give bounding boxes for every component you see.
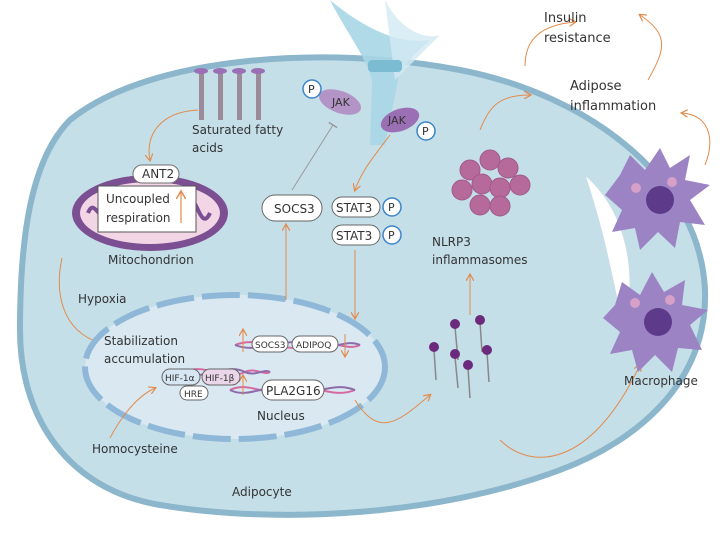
- label-stabilization: Stabilization accumulation: [104, 334, 185, 366]
- adipoq-gene-box: [291, 335, 339, 353]
- lipid-molecules: [429, 315, 492, 399]
- svg-text:P: P: [388, 201, 395, 214]
- label-macrophage: Macrophage: [624, 374, 698, 388]
- label-adipocyte: Adipocyte: [232, 485, 292, 499]
- socs3-gene-box: [251, 335, 289, 353]
- hre-box: [179, 385, 209, 401]
- jak-left: [318, 89, 362, 115]
- svg-text:P: P: [388, 229, 395, 242]
- receptor: [330, 0, 440, 145]
- svg-text:JAK: JAK: [331, 96, 351, 109]
- label-uncoupled-respiration: Uncoupled respiration: [106, 192, 174, 225]
- ant2-box: [132, 164, 180, 184]
- jak-right: [380, 107, 420, 133]
- stat3-bottom-box: [331, 224, 381, 246]
- p-badge-stat3-bottom: [382, 225, 402, 245]
- hif1a-box: [161, 368, 201, 386]
- label-nlrp3: NLRP3 inflammasomes: [432, 235, 528, 267]
- label-hypoxia: Hypoxia: [78, 292, 127, 306]
- svg-text:STAT3: STAT3: [336, 229, 372, 243]
- svg-text:HIF-1α: HIF-1α: [165, 374, 195, 384]
- inflammasome-cluster: [451, 149, 531, 217]
- svg-text:HIF-1β: HIF-1β: [205, 374, 235, 384]
- svg-text:P: P: [308, 83, 315, 96]
- p-badge-jak-left: [302, 79, 322, 99]
- macrophage-top: [605, 148, 710, 250]
- svg-text:JAK: JAK: [387, 114, 407, 127]
- label-saturated-fatty-acids: Saturated fatty acids: [192, 123, 287, 155]
- stat3-top-box: [331, 196, 381, 218]
- svg-text:STAT3: STAT3: [336, 201, 372, 215]
- label-homocysteine: Homocysteine: [92, 442, 178, 456]
- macrophage-bottom: [603, 272, 708, 372]
- p-badge-stat3-top: [382, 197, 402, 217]
- svg-text:ANT2: ANT2: [142, 167, 174, 181]
- svg-text:PLA2G16: PLA2G16: [266, 384, 321, 398]
- socs3-box: [261, 194, 323, 222]
- label-mitochondrion: Mitochondrion: [108, 253, 194, 267]
- jak-p-right: JAK P: [380, 107, 436, 141]
- nucleus: [82, 292, 388, 442]
- svg-text:SOCS3: SOCS3: [255, 341, 286, 351]
- p-badge-jak-right: [416, 121, 436, 141]
- hif1b-box: [201, 368, 241, 386]
- label-adipose-inflammation: Adipose inflammation: [570, 79, 656, 114]
- svg-text:ADIPOQ: ADIPOQ: [296, 341, 331, 351]
- jak-p-left: JAK P: [302, 79, 362, 115]
- svg-text:SOCS3: SOCS3: [274, 202, 315, 216]
- svg-text:P: P: [422, 125, 429, 138]
- pla2g16-box: [261, 379, 325, 401]
- label-nucleus: Nucleus: [257, 409, 305, 423]
- svg-text:HRE: HRE: [184, 390, 203, 400]
- label-insulin-resistance: Insulin resistance: [544, 11, 611, 46]
- fatty-acid-pins: [194, 68, 265, 120]
